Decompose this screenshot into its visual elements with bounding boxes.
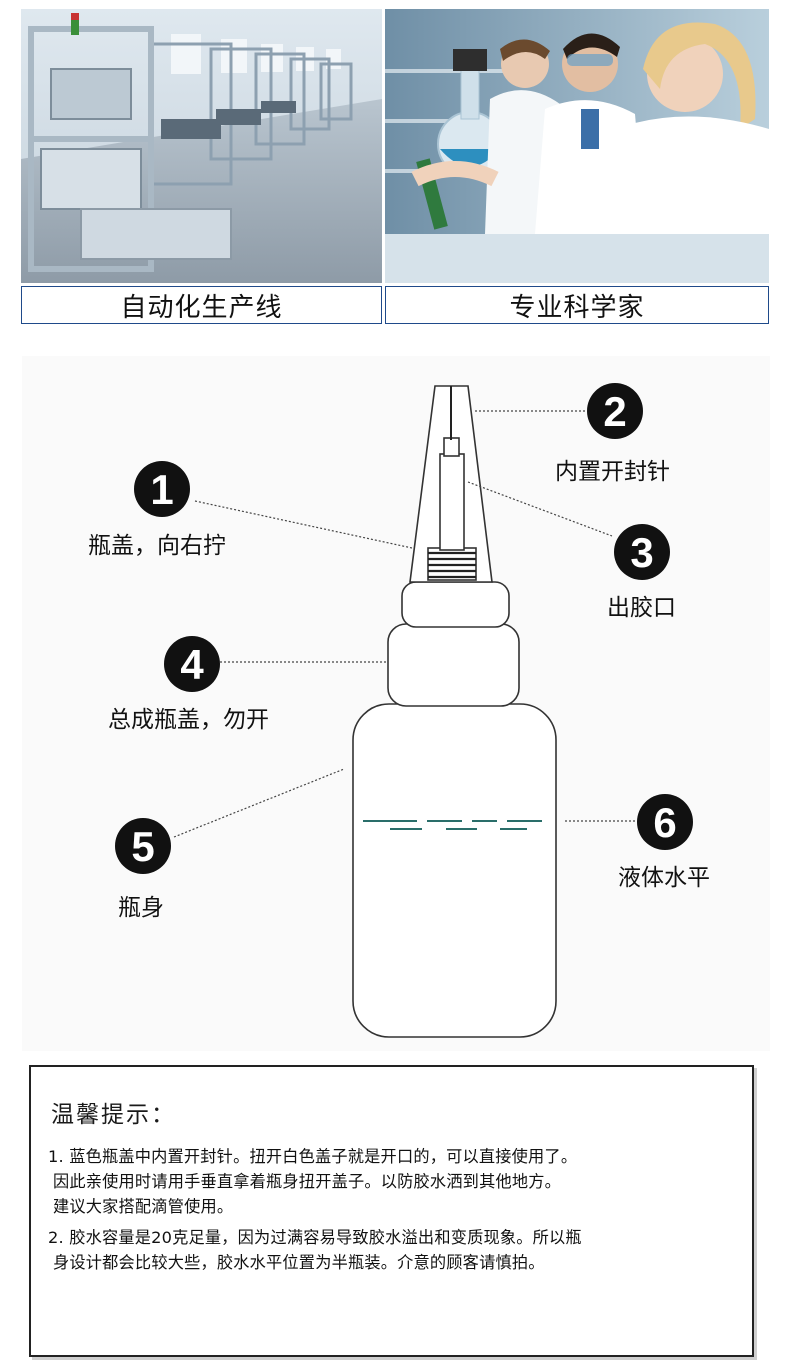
notice-item-2: 2. 胶水容量是20克足量，因为过满容易导致胶水溢出和变质现象。所以瓶 身设计都… — [48, 1225, 748, 1275]
callout-number-5: 5 — [131, 823, 154, 870]
callout-number-2: 2 — [603, 388, 626, 435]
leader-5 — [173, 768, 345, 838]
scientists-photo — [385, 9, 769, 283]
production-line-photo — [21, 9, 382, 283]
notice-title: 温馨提示： — [51, 1102, 176, 1128]
callout-number-3: 3 — [630, 529, 653, 576]
callout-label-1: 瓶盖，向右拧 — [88, 533, 226, 559]
notice-item-2-line-2: 身设计都会比较大些，胶水水平位置为半瓶装。介意的顾客请慎拍。 — [53, 1253, 545, 1272]
callout-badges — [115, 383, 693, 874]
callout-label-6: 液体水平 — [618, 865, 710, 891]
callout-number-1: 1 — [150, 466, 173, 513]
callout-label-3: 出胶口 — [607, 595, 676, 621]
leader-1 — [194, 500, 413, 549]
notice-item-1-line-2: 因此亲使用时请用手垂直拿着瓶身扭开盖子。以防胶水洒到其他地方。 — [53, 1172, 562, 1191]
notice-item-1-line-3: 建议大家搭配滴管使用。 — [53, 1197, 234, 1216]
bottle-drawing — [352, 385, 557, 1038]
callout-label-5: 瓶身 — [118, 895, 164, 921]
scientists-caption: 专业科学家 — [385, 286, 769, 324]
notice-item-1: 1. 蓝色瓶盖中内置开封针。扭开白色盖子就是开口的，可以直接使用了。 因此亲使用… — [48, 1144, 748, 1219]
notice-item-2-line-1: 2. 胶水容量是20克足量，因为过满容易导致胶水溢出和变质现象。所以瓶 — [48, 1228, 582, 1247]
callout-number-6: 6 — [653, 799, 676, 846]
production-line-caption: 自动化生产线 — [21, 286, 382, 324]
leader-3 — [467, 481, 613, 537]
callout-label-2: 内置开封针 — [555, 459, 670, 485]
callout-label-4: 总成瓶盖，勿开 — [108, 707, 269, 733]
notice-box: 温馨提示： 1. 蓝色瓶盖中内置开封针。扭开白色盖子就是开口的，可以直接使用了。… — [29, 1065, 754, 1357]
notice-item-1-line-1: 1. 蓝色瓶盖中内置开封针。扭开白色盖子就是开口的，可以直接使用了。 — [48, 1147, 578, 1166]
callout-number-4: 4 — [180, 641, 204, 688]
bottle-diagram: 1 2 3 4 5 6 瓶盖，向右拧 内置开封针 出胶口 总成瓶盖，勿开 瓶身 … — [22, 356, 770, 1051]
